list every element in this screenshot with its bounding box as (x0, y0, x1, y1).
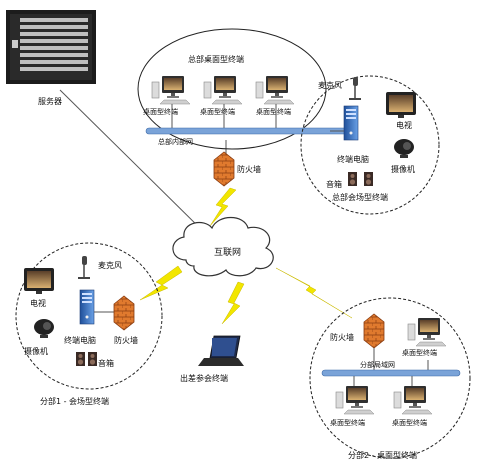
server-to-internet-line (59, 89, 211, 239)
lightning-icon (209, 187, 237, 227)
hq-desktop-3-label: 桌面型终端 (256, 107, 291, 116)
cloud-icon (172, 216, 274, 277)
travel-label: 出差参会终端 (180, 373, 228, 383)
hq-pc-label: 终端电脑 (337, 154, 369, 164)
b1-venue-label: 分部1 - 会场型终端 (40, 396, 109, 406)
mic-icon (77, 255, 91, 279)
hq-camera-label: 摄像机 (391, 164, 415, 174)
b2-firewall-label: 防火墙 (330, 332, 354, 342)
lightning-icon (275, 267, 353, 319)
tv-icon (24, 268, 54, 294)
desktop-icon (255, 75, 295, 105)
speaker-icon (364, 172, 373, 186)
server-icon (6, 10, 96, 84)
laptop-icon (198, 335, 244, 366)
b2-desktop-2-label: 桌面型终端 (330, 418, 365, 427)
b1-pc-label: 终端电脑 (64, 335, 96, 345)
b2-lan-bar (321, 369, 461, 377)
internet-label: 互联网 (214, 247, 241, 258)
hq-desktop-group-label: 总部桌面型终端 (188, 54, 244, 64)
pc-tower-icon (343, 105, 359, 141)
b2-desktop-3-label: 桌面型终端 (392, 418, 427, 427)
lightning-icon (221, 281, 245, 325)
desktop-icon (393, 385, 433, 415)
firewall-icon (113, 295, 135, 331)
b1-mic-label: 麦克风 (98, 260, 122, 270)
camera-icon (34, 319, 54, 338)
b1-venue-boundary (15, 242, 163, 390)
mic-icon (348, 76, 362, 100)
b1-tv-label: 电视 (30, 298, 46, 308)
speaker-icon (88, 352, 97, 366)
pc-tower-icon (79, 289, 95, 325)
firewall-icon (363, 313, 385, 349)
hq-speaker-label: 音箱 (326, 179, 342, 189)
b2-desktop-1-label: 桌面型终端 (402, 348, 437, 357)
b1-camera-label: 摄像机 (24, 346, 48, 356)
hq-desktop-boundary (137, 28, 327, 150)
tv-icon (386, 92, 416, 118)
hq-desktop-2-label: 桌面型终端 (200, 107, 235, 116)
hq-lan-bar (145, 127, 351, 135)
desktop-icon (203, 75, 243, 105)
b1-firewall-label: 防火墙 (114, 335, 138, 345)
hq-mic-label: 麦克风 (318, 80, 342, 90)
desktop-icon (151, 75, 191, 105)
camera-icon (394, 139, 414, 158)
desktop-icon (407, 317, 447, 347)
hq-venue-label: 总部会场型终端 (332, 192, 388, 202)
b2-lan-label: 分部局域网 (360, 360, 395, 369)
hq-firewall-label: 防火墙 (237, 164, 261, 174)
b2-boundary (309, 297, 471, 459)
hq-venue-boundary (300, 75, 440, 215)
hq-lan-label: 总部内部网 (158, 137, 193, 146)
b2-group-label: 分部2 - 桌面型终端 (348, 450, 417, 460)
speaker-icon (76, 352, 85, 366)
hq-desktop-1-label: 桌面型终端 (143, 107, 178, 116)
firewall-icon (213, 151, 235, 187)
b1-speaker-label: 音箱 (98, 358, 114, 368)
server-label: 服务器 (38, 96, 62, 106)
desktop-icon (335, 385, 375, 415)
lightning-icon (139, 265, 183, 301)
speaker-icon (348, 172, 357, 186)
hq-tv-label: 电视 (396, 120, 412, 130)
